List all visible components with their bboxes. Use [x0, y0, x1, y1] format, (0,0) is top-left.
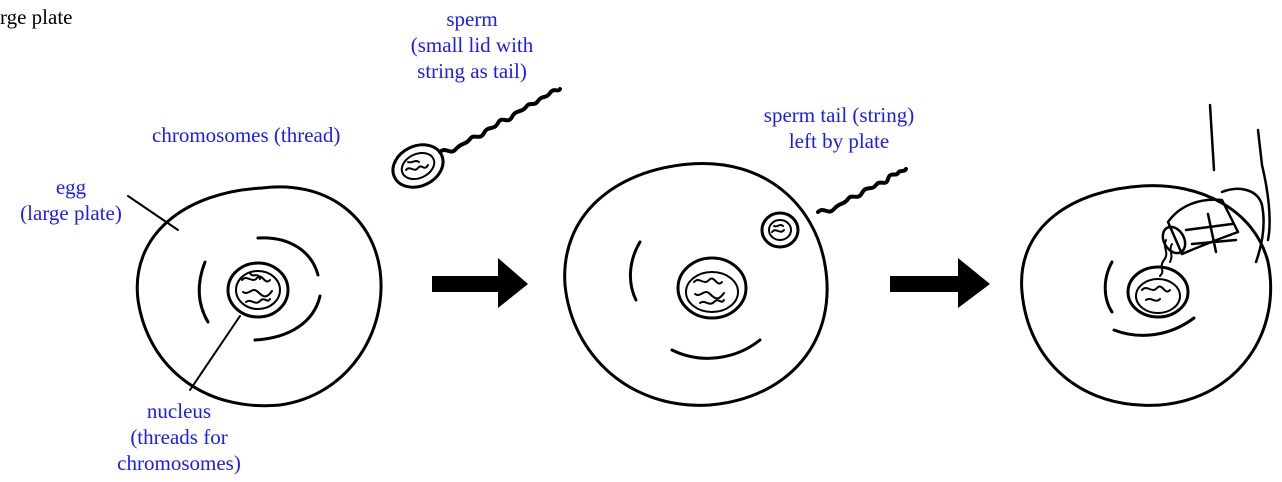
- nucleus-label-line: nucleus: [94, 398, 264, 424]
- plate-rim-arc: [1105, 262, 1112, 312]
- egg-label-line: (large plate): [6, 200, 136, 226]
- plate-rim-arc: [258, 238, 318, 275]
- sperm-model: [386, 89, 560, 195]
- nucleus-label-line: (threads for: [94, 424, 264, 450]
- plate-rim-arc: [1114, 318, 1194, 335]
- arrow-2: [890, 258, 990, 308]
- sperm-tail: [440, 89, 560, 152]
- sperm-label-line: string as tail): [384, 58, 560, 84]
- arrow-1: [432, 258, 528, 308]
- plate-rim-arc: [255, 296, 320, 340]
- sperm-lid: [386, 137, 450, 195]
- panel-3: [1022, 105, 1271, 405]
- sperm-tail-label-line: sperm tail (string): [720, 102, 958, 128]
- sperm-tail-label-line: left by plate: [720, 128, 958, 154]
- egg-plate-1: [137, 187, 381, 406]
- sperm-label: sperm (small lid with string as tail): [384, 6, 560, 84]
- nucleus-lid-3: [1128, 267, 1188, 317]
- sperm-lid-on-plate: [762, 213, 798, 247]
- panel-2: [565, 163, 906, 405]
- plate-rim-arc: [672, 340, 760, 358]
- cropped-caption-text: rge plate: [0, 4, 73, 30]
- egg-plate-3: [1022, 186, 1271, 406]
- nucleus-lid-2: [678, 258, 746, 318]
- hand-holding-sperm-lid: [1158, 105, 1269, 262]
- sperm-label-line: sperm: [384, 6, 560, 32]
- sperm-tail-label: sperm tail (string) left by plate: [720, 102, 958, 154]
- egg-plate-2: [565, 163, 827, 405]
- sperm-label-line: (small lid with: [384, 32, 560, 58]
- nucleus-lid-1: [228, 263, 288, 317]
- plate-rim-arc: [630, 242, 640, 300]
- nucleus-label-line: chromosomes): [94, 450, 264, 476]
- plate-rim-arc: [199, 262, 208, 322]
- nucleus-label: nucleus (threads for chromosomes): [94, 398, 264, 476]
- egg-label-line: egg: [6, 174, 136, 200]
- egg-label: egg (large plate): [6, 174, 136, 226]
- sperm-tail-left-by-plate: [818, 169, 906, 212]
- nucleus-pointer-line: [190, 316, 240, 390]
- chromosomes-label: chromosomes (thread): [152, 122, 340, 148]
